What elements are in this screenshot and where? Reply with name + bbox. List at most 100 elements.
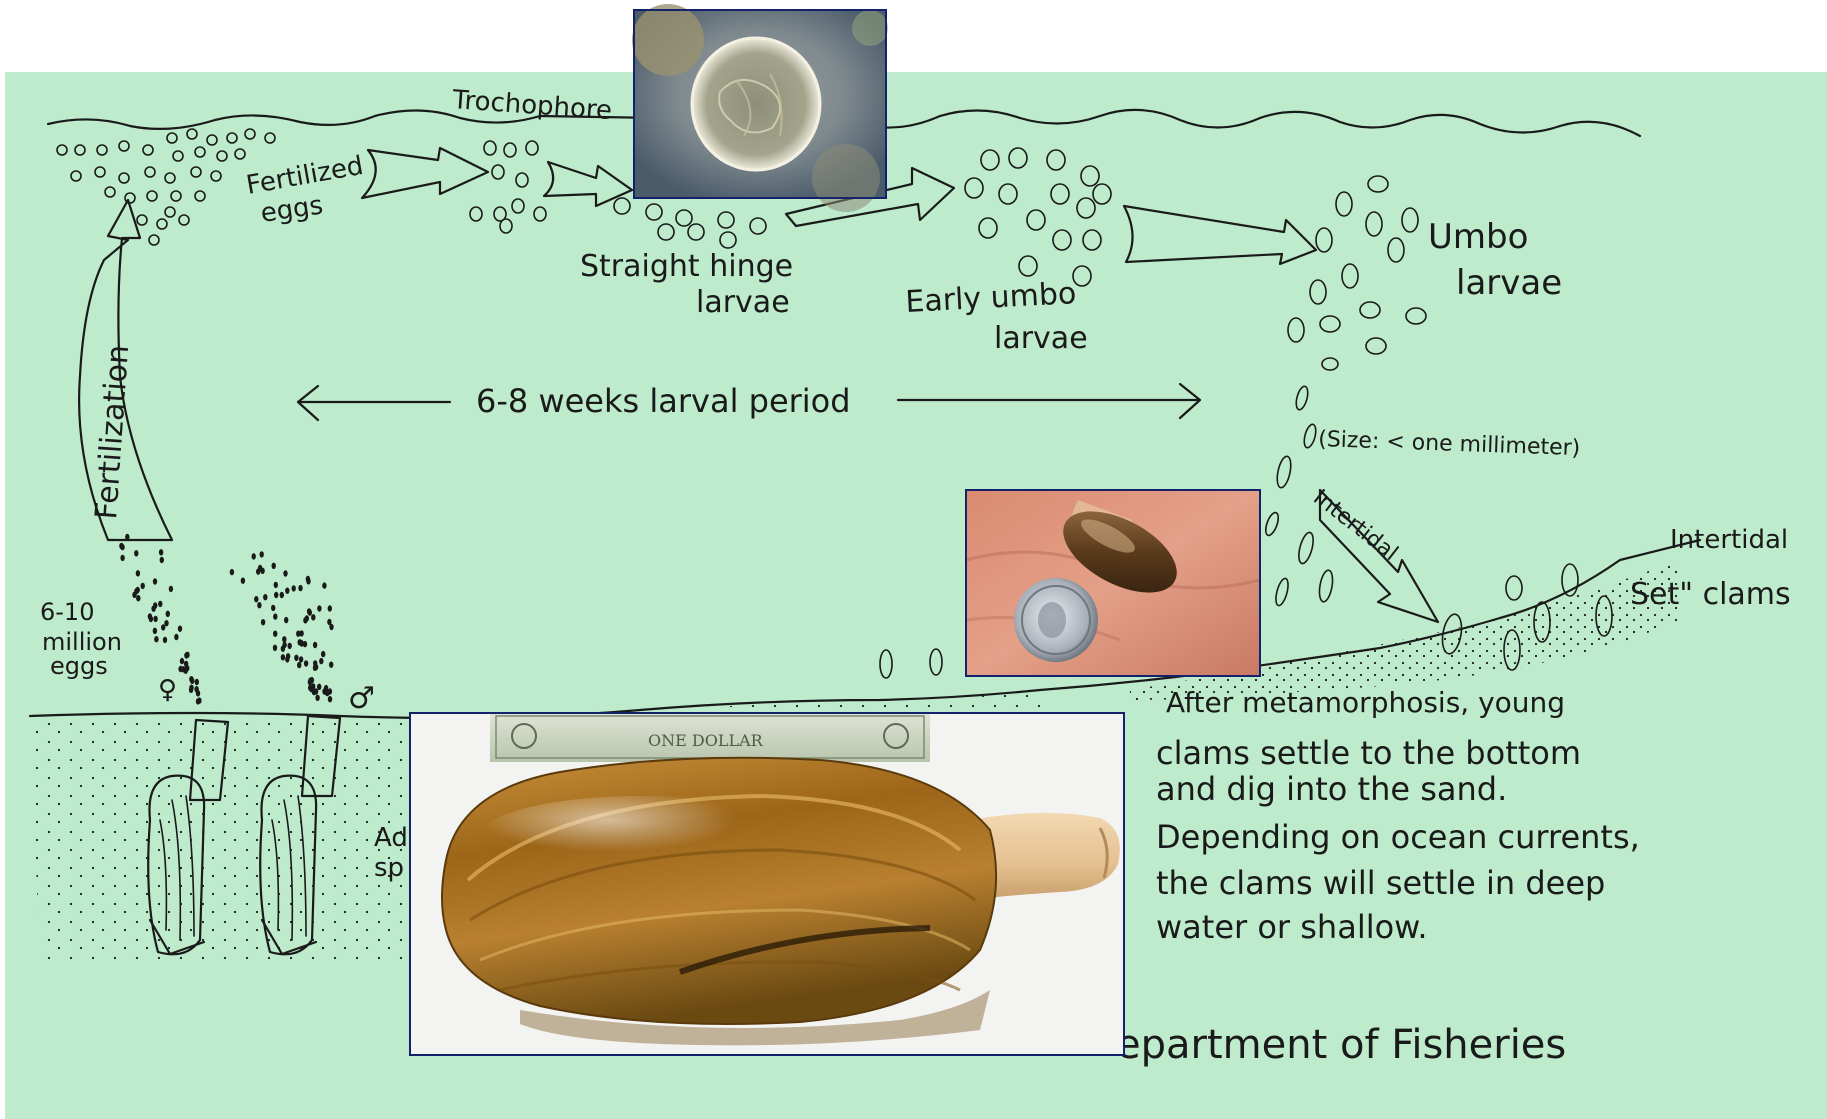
spawn-dot [153,616,157,622]
label-umbo: Umbo [1428,217,1528,257]
spawn-dot [195,679,199,685]
spawn-dot [304,660,308,666]
spawn-dot [120,555,124,561]
spawn-dot [158,601,162,607]
spawn-dot [297,662,301,668]
spawn-dot [282,636,286,642]
spawn-dot [120,544,124,550]
spawn-dot [309,686,313,692]
spawn-dot [260,551,264,557]
spawn-dot [160,557,164,563]
spawn-dot [153,578,157,584]
spawn-dot [178,666,182,672]
spawn-dot [327,619,331,625]
spawn-dot [313,642,317,648]
label-set-clams: Set" clams [1630,577,1791,612]
spawn-dot [294,655,298,661]
spawn-dot [159,549,163,555]
spawn-dot [151,606,155,612]
spawn-dot [185,652,189,658]
spawn-dot [263,594,267,600]
spawn-dot [190,678,194,684]
spawn-dot [325,690,329,696]
label-adult-1: Ad [374,823,408,853]
spawn-dot [328,605,332,611]
spawn-dot [260,568,264,574]
spawn-dot [311,614,315,620]
spawn-dot [299,640,303,646]
spawn-dot [241,578,245,584]
male-symbol: ♂ [348,681,375,716]
spawn-dot [314,664,318,670]
spawn-dot [282,642,286,648]
meta-line-6: water or shallow. [1156,908,1428,946]
spawn-dot [178,626,182,632]
spawn-dot [166,611,170,617]
spawn-dot [196,690,200,696]
spawn-dot [169,586,173,592]
spawn-dot [299,656,303,662]
spawn-dot [230,569,234,575]
spawn-dot [321,651,325,657]
spawn-dot [261,619,265,625]
spawn-dot [285,588,289,594]
spawn-dot [163,637,167,643]
label-umbo-larvae: larvae [1456,263,1562,303]
meta-line-2: clams settle to the bottom [1156,734,1581,772]
spawn-dot [174,634,178,640]
spawn-dot [141,583,145,589]
spawn-dot [286,653,290,659]
spawn-dot [164,620,168,626]
spawn-dot [329,662,333,668]
spawn-dot [272,563,276,569]
credit-line: epartment of Fisheries [1116,1022,1566,1068]
spawn-dot [314,688,318,694]
spawn-dot [161,624,165,630]
spawn-dot [271,605,275,611]
spawn-dot [308,609,312,615]
spawn-dot [134,550,138,556]
spawn-dot [280,592,284,598]
spawn-dot [134,588,138,594]
spawn-dot [284,617,288,623]
meta-line-5: the clams will settle in deep [1156,864,1605,902]
spawn-dot [328,696,332,702]
spawn-dot [303,617,307,623]
label-early-umbo-larvae: larvae [994,321,1088,356]
meta-line-1: After metamorphosis, young [1166,686,1565,719]
spawn-dot [298,585,302,591]
spawn-dot [292,585,296,591]
spawn-dot [283,570,287,576]
spawn-dot [303,641,307,647]
spawn-dot [149,616,153,622]
label-straight-hinge-larvae: larvae [696,285,790,320]
photo-juvenile-clam-with-dime [966,490,1260,676]
spawn-dot [315,695,319,701]
spawn-dot [189,685,193,691]
spawn-dot [299,630,303,636]
spawn-dot [317,605,321,611]
spawn-dot [274,592,278,598]
meta-line-4: Depending on ocean currents, [1156,818,1640,856]
label-adult-2: sp [374,853,404,883]
dollar-bill-text: ONE DOLLAR [648,731,764,750]
spawn-dot [317,684,321,690]
spawn-dot [125,534,129,540]
spawn-dot [322,582,326,588]
spawn-dot [288,643,292,649]
spawn-dot [185,665,189,671]
spawn-dot [319,658,323,664]
spawn-dot [310,677,314,683]
spawn-dot [136,570,140,576]
spawn-dot [154,636,158,642]
spawn-dot [257,602,261,608]
spawn-dot [254,596,258,602]
spawn-dot [306,576,310,582]
spawn-dot [180,658,184,664]
label-million-1: 6-10 [40,598,94,626]
spawn-dot [273,631,277,637]
female-symbol: ♀ [158,675,177,705]
label-larval-period: 6-8 weeks larval period [476,382,851,420]
photo-trochophore-micrograph [632,4,888,212]
